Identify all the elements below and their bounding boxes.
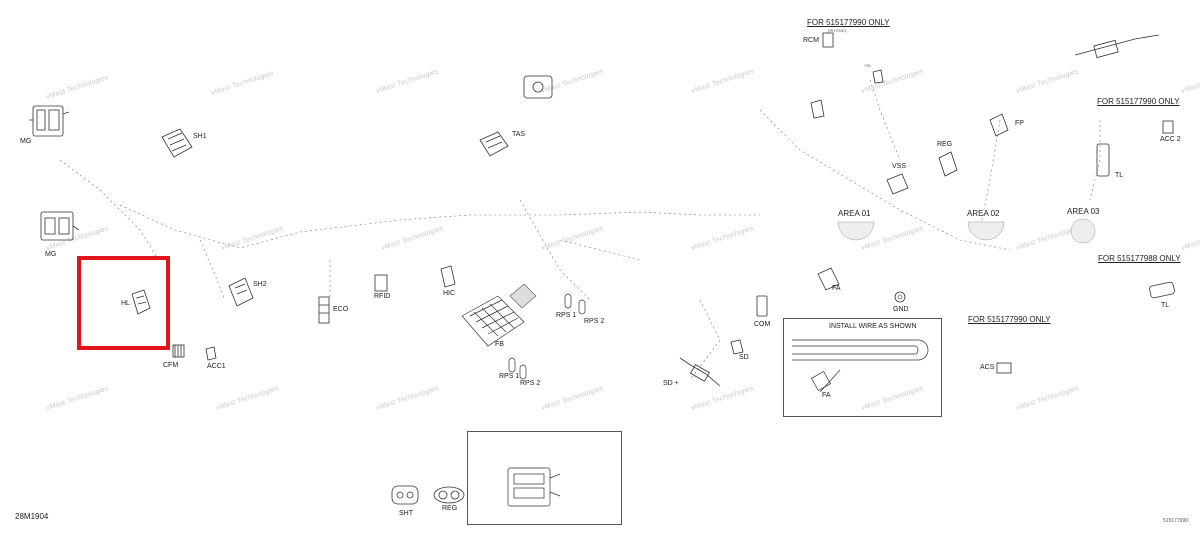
tas-connector-icon — [478, 130, 512, 160]
acs-label: ACS — [980, 364, 995, 371]
mg-connector-icon — [35, 208, 80, 250]
acc2-label: ACC 2 — [1160, 136, 1181, 143]
sd-label: SD — [739, 354, 749, 361]
wire-routing-icon — [790, 332, 935, 402]
part-number: 515177990 — [1163, 518, 1189, 524]
rps2-connector-icon — [576, 298, 588, 318]
reg-label: REG — [442, 505, 458, 512]
fuse-box-icon — [458, 292, 528, 352]
hl-label[interactable]: HL — [121, 300, 130, 307]
for-515177990-right-header: FOR 515177990 ONLY — [1097, 97, 1180, 106]
for-515177990-mid-header: FOR 515177990 ONLY — [968, 315, 1051, 324]
mg-label: MG — [20, 138, 32, 145]
area-03-label: AREA 03 — [1067, 207, 1100, 216]
cfm-connector-icon — [170, 342, 188, 362]
hl-highlight-box[interactable] — [77, 256, 170, 350]
tl-label: TL — [1115, 172, 1124, 179]
sh1-label: SH1 — [193, 133, 207, 140]
ysl-label: YSL — [864, 63, 872, 68]
gnd-connector-icon — [892, 289, 908, 305]
acc1-label: ACC1 — [207, 363, 226, 370]
for-515177990-header: FOR 515177990 ONLY — [807, 18, 890, 27]
sensor-cable-icon — [1065, 25, 1165, 65]
fp-connector-icon — [986, 112, 1012, 140]
sd-plus-connector-icon — [676, 352, 726, 392]
sh1-connector-icon — [158, 125, 196, 163]
fa-connector-icon — [815, 266, 843, 294]
relay-icon — [508, 282, 538, 310]
vss-label: VSS — [892, 163, 907, 170]
sh2-label: SH2 — [253, 281, 267, 288]
rfid-label: RFID — [374, 293, 391, 300]
rps2-label: RPS 2 — [584, 318, 605, 325]
sh2-connector-icon — [225, 276, 257, 310]
fp-label: FP — [1015, 120, 1024, 127]
rps2-connector-icon — [517, 363, 529, 383]
area-02-label: AREA 02 — [967, 209, 1000, 218]
rcm-label: RCM — [803, 37, 819, 44]
rps1-connector-icon — [562, 292, 574, 312]
install-wire-label: INSTALL WIRE AS SHOWN — [829, 323, 917, 330]
acs-connector-icon — [994, 360, 1014, 378]
sht-connector-icon — [390, 482, 420, 508]
rh-end-note: (RH END) — [828, 28, 846, 33]
rcm-connector-icon — [820, 30, 836, 50]
tl-connector-icon — [1092, 140, 1114, 180]
sd-connector-icon — [728, 338, 746, 358]
reg-connector-icon — [432, 484, 466, 506]
reg-connector-icon — [935, 150, 961, 180]
reg-label: REG — [937, 141, 953, 148]
document-number: 28M1904 — [15, 512, 49, 521]
sd-plus-label: SD + — [663, 380, 679, 387]
rps1-label: RPS 1 — [556, 312, 577, 319]
hic-label: HIC — [443, 290, 456, 297]
com-label: COM — [754, 321, 771, 328]
tas-label: TAS — [512, 131, 526, 138]
acc1-connector-icon — [204, 346, 218, 362]
fa-label: FA — [832, 285, 841, 292]
tl-label: TL — [1161, 302, 1170, 309]
hl-connector-icon[interactable] — [128, 288, 154, 318]
rps1-label: RPS 1 — [499, 373, 520, 380]
eco-connector-icon — [316, 295, 334, 327]
gnd-label: GND — [893, 306, 909, 313]
connector-detail-box — [467, 431, 622, 525]
com-connector-icon — [754, 294, 770, 320]
fa-box-label: FA — [822, 392, 831, 399]
area-01-icon — [836, 218, 876, 246]
tl-connector-icon — [1146, 278, 1180, 302]
area-02-icon — [966, 218, 1006, 246]
rps2-label: RPS 2 — [520, 380, 541, 387]
area-03-icon — [1068, 216, 1098, 246]
eco-label: ECO — [333, 306, 349, 313]
rfid-connector-icon — [372, 272, 390, 294]
cfm-label: CFM — [163, 362, 179, 369]
mg-label: MG — [45, 251, 57, 258]
connector-icon — [808, 98, 828, 122]
connector-detail-icon — [490, 448, 580, 518]
area-01-label: AREA 01 — [838, 209, 871, 218]
vss-connector-icon — [884, 172, 912, 198]
sht-label: SHT — [399, 510, 413, 517]
module-icon — [518, 72, 558, 104]
install-wire-box — [783, 318, 942, 417]
fb-label: FB — [495, 341, 504, 348]
hic-connector-icon — [438, 264, 458, 290]
acc2-connector-icon — [1160, 118, 1176, 136]
mg-connector-icon — [25, 100, 70, 145]
rps1-connector-icon — [506, 356, 518, 376]
ysl-connector-icon — [870, 68, 886, 86]
for-515177988-header: FOR 515177988 ONLY — [1098, 254, 1181, 263]
